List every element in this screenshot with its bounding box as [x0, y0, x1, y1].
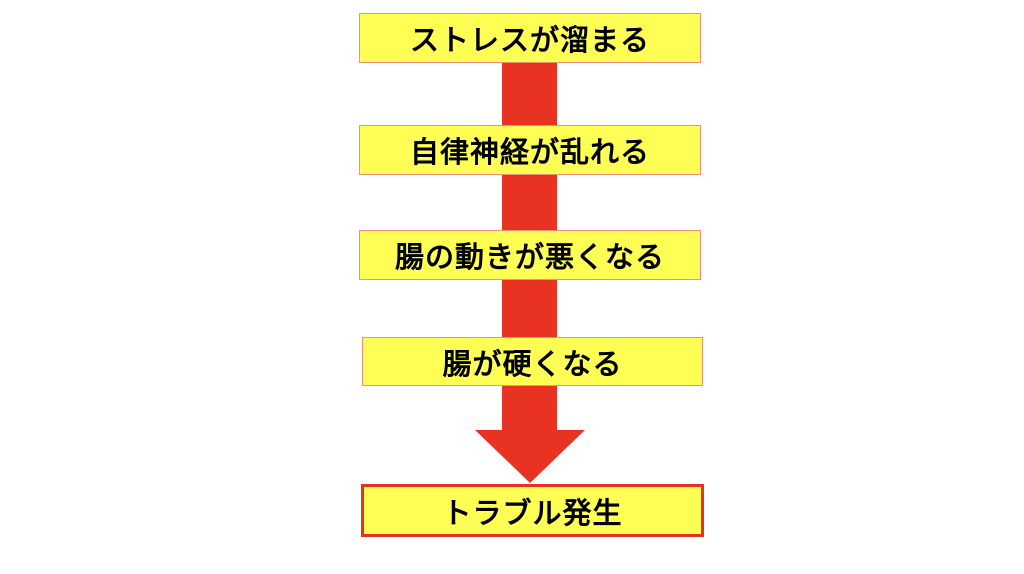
step-trouble: トラブル発生 — [361, 484, 704, 537]
step-bowel-hardens: 腸が硬くなる — [362, 337, 703, 386]
step-autonomic-nerves: 自律神経が乱れる — [359, 125, 701, 175]
step-bowel-movement: 腸の動きが悪くなる — [359, 230, 701, 280]
step-stress: ストレスが溜まる — [359, 13, 701, 63]
